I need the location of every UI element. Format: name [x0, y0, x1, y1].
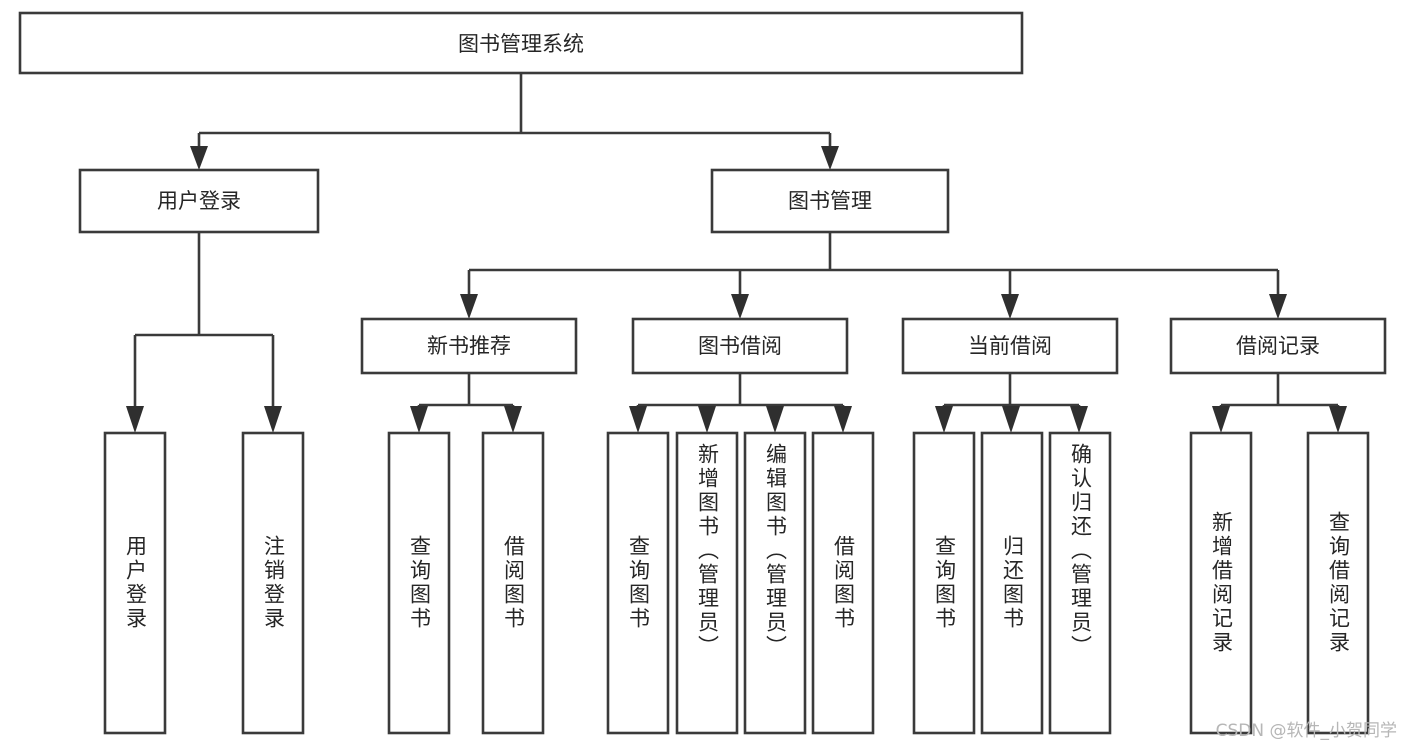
arrow-to-book-manage [821, 146, 839, 170]
arrow-to-leaf-borrow-2 [834, 406, 852, 433]
arrow-to-leaf-user-logout [264, 406, 282, 433]
connector-layer [126, 73, 1347, 433]
arrow-to-leaf-add-book [698, 406, 716, 433]
node-leaf-confirm-return[interactable] [1048, 431, 1112, 735]
node-leaf-query-record[interactable] [1306, 431, 1370, 735]
arrow-to-leaf-edit-book [766, 406, 784, 433]
node-root-label: 图书管理系统 [458, 32, 584, 56]
arrow-to-leaf-query-record [1329, 406, 1347, 433]
arrow-to-leaf-query-1 [410, 406, 428, 433]
node-leaf-query-book-1[interactable] [387, 431, 451, 735]
node-leaf-add-record[interactable] [1189, 431, 1253, 735]
arrow-to-leaf-add-record [1212, 406, 1230, 433]
node-user-login[interactable] [78, 168, 320, 234]
node-leaf-borrow-book-1[interactable] [481, 431, 545, 735]
node-leaf-edit-book[interactable] [743, 431, 807, 735]
node-user-login-label: 用户登录 [157, 189, 241, 213]
arrow-to-user-login [190, 146, 208, 170]
arrow-to-leaf-confirm-return [1070, 406, 1088, 433]
node-leaf-query-book-2[interactable] [606, 431, 670, 735]
node-new-book-recommend[interactable] [360, 317, 578, 375]
node-layer: 图书管理系统 用户登录 图书管理 新书推荐 图书借阅 当前借阅 借阅记录 [18, 11, 1387, 735]
node-leaf-query-book-3[interactable] [912, 431, 976, 735]
node-current-borrow[interactable] [901, 317, 1119, 375]
node-leaf-return-book[interactable] [980, 431, 1044, 735]
node-new-book-recommend-label: 新书推荐 [427, 334, 511, 358]
node-borrow-record-label: 借阅记录 [1236, 334, 1320, 358]
node-book-manage[interactable] [710, 168, 950, 234]
arrow-to-leaf-return-book [1002, 406, 1020, 433]
node-current-borrow-label: 当前借阅 [968, 334, 1052, 358]
arrow-to-leaf-borrow-1 [504, 406, 522, 433]
arrow-to-borrow-record [1269, 294, 1287, 319]
node-leaf-add-book[interactable] [675, 431, 739, 735]
node-root[interactable] [18, 11, 1024, 75]
arrow-to-new-book [460, 294, 478, 319]
arrow-to-leaf-query-3 [935, 406, 953, 433]
node-leaf-user-login[interactable] [103, 431, 167, 735]
node-leaf-borrow-book-2[interactable] [811, 431, 875, 735]
node-leaf-user-logout[interactable] [241, 431, 305, 735]
arrow-to-current-borrow [1001, 294, 1019, 319]
node-book-borrow[interactable] [631, 317, 849, 375]
arrow-to-book-borrow [731, 294, 749, 319]
node-book-manage-label: 图书管理 [788, 189, 872, 213]
arrow-to-leaf-user-login [126, 406, 144, 433]
csdn-watermark: CSDN @软件_小贺同学 [1215, 721, 1397, 741]
arrow-to-leaf-query-2 [629, 406, 647, 433]
node-borrow-record[interactable] [1169, 317, 1387, 375]
node-book-borrow-label: 图书借阅 [698, 334, 782, 358]
